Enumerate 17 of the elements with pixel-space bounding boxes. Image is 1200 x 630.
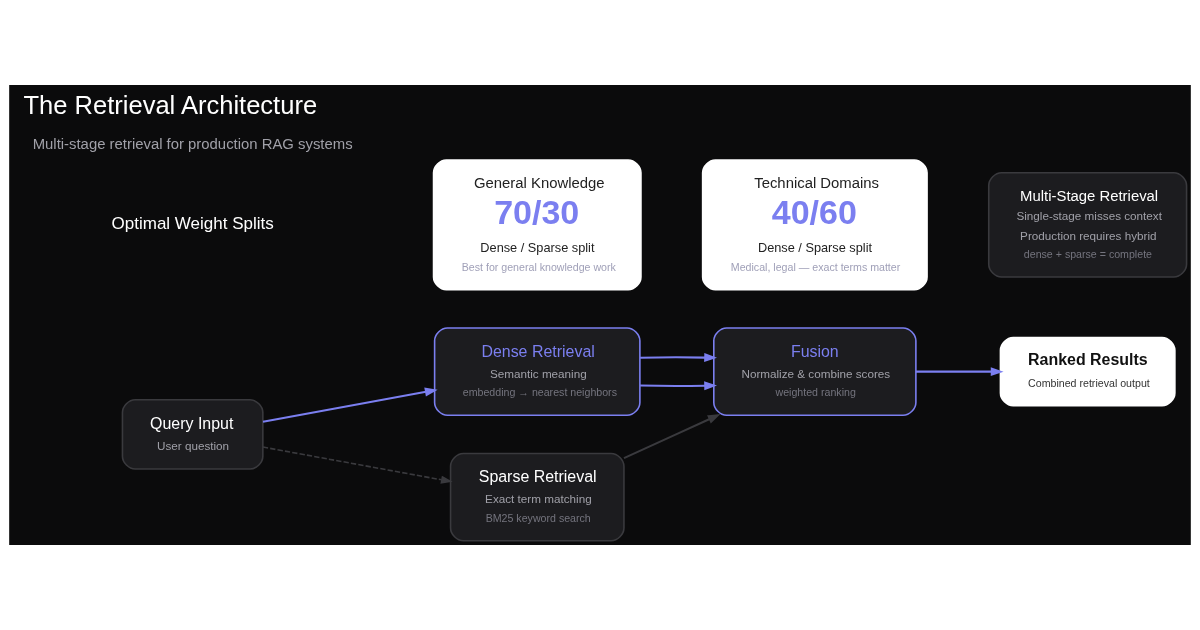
node-box: Dense Retrieval Semantic meaning embedding → nearest neighbors bbox=[433, 327, 641, 417]
node-box: Sparse Retrieval Exact term matching BM25 keyword search bbox=[449, 452, 625, 542]
node-box: General Knowledge 70/30 Dense / Sparse split Best for general knowledge work bbox=[432, 159, 642, 291]
arrow bbox=[623, 414, 721, 460]
arrow bbox=[915, 367, 1004, 377]
diagram-title: The Retrieval Architecture bbox=[23, 90, 318, 119]
label: Multi-stage retrieval for production RAG systems bbox=[32, 136, 353, 153]
node-box: Query Input User question bbox=[121, 399, 264, 470]
arrow bbox=[640, 381, 717, 391]
node-box: Multi-Stage Retrieval Single-stage misses context Production requires hybrid dense + sparse = complete bbox=[987, 171, 1188, 278]
node-box: Technical Domains 40/60 Dense / Sparse split Medical, legal — exact terms matter bbox=[701, 159, 928, 291]
arrow bbox=[262, 446, 453, 484]
node-box: Fusion Normalize & combine scores weighted ranking bbox=[713, 327, 917, 417]
node-box: Ranked Results Combined retrieval output bbox=[999, 336, 1176, 407]
label: Optimal Weight Splits bbox=[111, 213, 274, 233]
arrow bbox=[640, 353, 717, 362]
arrow bbox=[262, 387, 438, 423]
